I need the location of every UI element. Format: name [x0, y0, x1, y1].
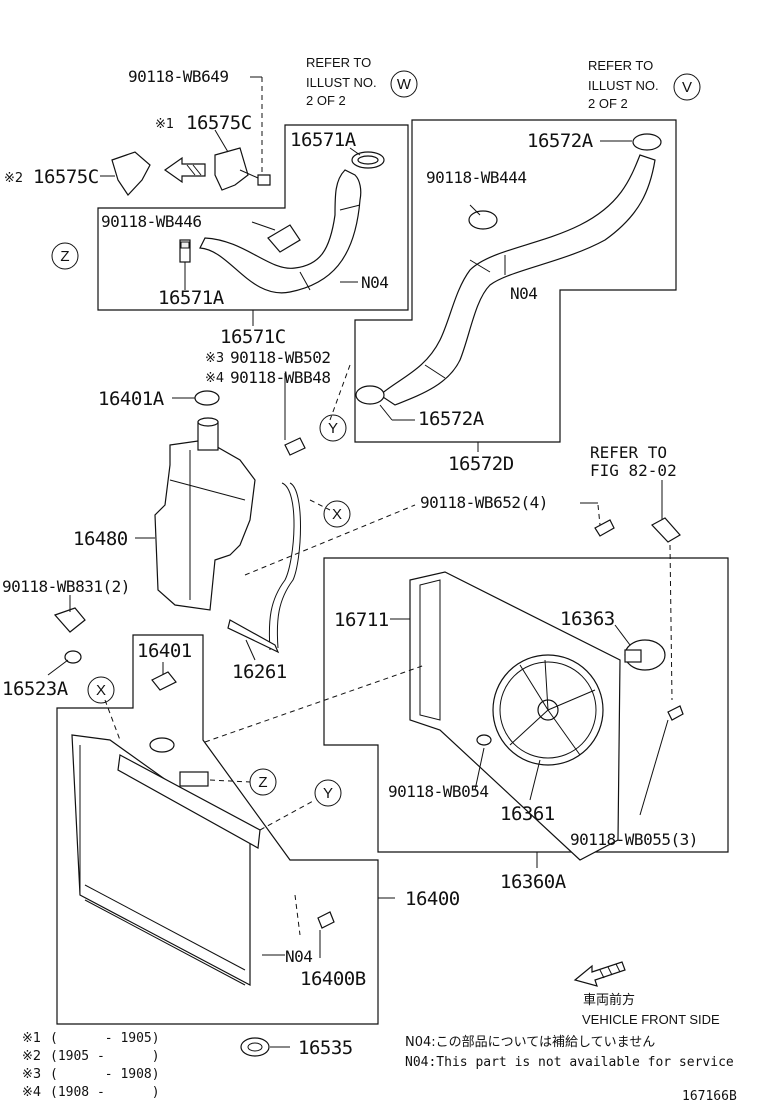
- connector-x-1: X: [332, 506, 342, 523]
- label-16261[interactable]: 16261: [232, 661, 287, 683]
- connector-z-2: Z: [258, 774, 267, 791]
- mark-4: ※4: [205, 371, 224, 386]
- refer-v-line1: REFER TO: [588, 58, 653, 73]
- fan-shroud-16360a-box: [323, 557, 729, 853]
- mark-1: ※1: [155, 117, 174, 132]
- label-16571a-top[interactable]: 16571A: [290, 129, 357, 151]
- note-n04-en: N04:This part is not available for servi…: [405, 1055, 734, 1070]
- footnote-2-mark: ※2: [22, 1049, 41, 1064]
- label-16571c[interactable]: 16571C: [220, 326, 286, 348]
- refer-w-line1: REFER TO: [306, 55, 371, 70]
- hose-16571c-box: [97, 124, 409, 311]
- diagram-id: 167166B: [682, 1089, 737, 1104]
- refer-fig-line1: REFER TO: [590, 443, 667, 462]
- refer-v-line2: ILLUST NO.: [588, 78, 659, 93]
- footnote-3-mark: ※3: [22, 1067, 41, 1082]
- radiator-16400-box: [56, 634, 379, 1025]
- reservoir-tank-drawing: [154, 390, 306, 654]
- label-n04-a[interactable]: N04: [361, 273, 389, 292]
- label-90118-wb055[interactable]: 90118-WB055(3): [570, 830, 698, 849]
- label-16572a-bottom[interactable]: 16572A: [418, 408, 485, 430]
- label-90118-wb649[interactable]: 90118-WB649: [128, 67, 229, 86]
- vehicle-front-en: VEHICLE FRONT SIDE: [582, 1012, 720, 1027]
- upper-hose-drawing: [111, 147, 385, 294]
- note-n04-jp: N04:この部品については補給していません: [405, 1035, 655, 1050]
- vehicle-front-jp: 車両前方: [583, 992, 635, 1008]
- fan-shroud-drawing: [409, 571, 666, 861]
- label-16535[interactable]: 16535: [298, 1037, 353, 1059]
- label-16401[interactable]: 16401: [137, 640, 192, 662]
- label-90118-wb054[interactable]: 90118-WB054: [388, 782, 489, 801]
- vehicle-front-arrow: [573, 961, 626, 987]
- label-16571a-bottom[interactable]: 16571A: [158, 287, 225, 309]
- bolt-90118-wb055: [667, 705, 684, 721]
- label-16572a-top[interactable]: 16572A: [527, 130, 594, 152]
- nut-90118-wb054: [476, 734, 492, 746]
- refer-fig-line2[interactable]: FIG 82-02: [590, 461, 677, 480]
- label-90118-wb502[interactable]: 90118-WB502: [230, 348, 331, 367]
- connector-w: W: [397, 76, 412, 93]
- radiator-drawing: [71, 671, 335, 1057]
- label-16523a[interactable]: 16523A: [2, 678, 69, 700]
- footnote-2-range: (1905 - ): [50, 1049, 160, 1064]
- cushion-16523a: [64, 650, 82, 664]
- footnote-4-mark: ※4: [22, 1085, 41, 1100]
- mark-3: ※3: [205, 351, 224, 366]
- connector-circles: [51, 70, 701, 807]
- refer-w-line3: 2 OF 2: [306, 93, 346, 108]
- label-90118-wb831[interactable]: 90118-WB831(2): [2, 577, 130, 596]
- label-16575c-1[interactable]: 16575C: [186, 112, 252, 134]
- refer-w-line2: ILLUST NO.: [306, 75, 377, 90]
- clip-90118-wb831: [53, 607, 86, 633]
- label-16363[interactable]: 16363: [560, 608, 615, 630]
- label-16400[interactable]: 16400: [405, 888, 460, 910]
- footnote-1-mark: ※1: [22, 1031, 41, 1046]
- label-16400b[interactable]: 16400B: [300, 968, 366, 990]
- mark-2: ※2: [4, 171, 23, 186]
- label-16711[interactable]: 16711: [334, 609, 389, 631]
- connector-y-1: Y: [328, 420, 338, 437]
- label-16401a[interactable]: 16401A: [98, 388, 165, 410]
- footnote-1-range: ( - 1905): [50, 1031, 160, 1046]
- label-16572d[interactable]: 16572D: [448, 453, 514, 475]
- label-90118-wb652[interactable]: 90118-WB652(4): [420, 493, 548, 512]
- hose-16572d-box: [354, 119, 677, 443]
- footnote-3-range: ( - 1908): [50, 1067, 160, 1082]
- label-16480[interactable]: 16480: [73, 528, 128, 550]
- leader-lines: [47, 76, 673, 1048]
- clip-fig-82-02: [651, 517, 681, 543]
- connector-z-1: Z: [60, 248, 69, 265]
- label-90118-wb444[interactable]: 90118-WB444: [426, 168, 527, 187]
- label-90118-wbb48[interactable]: 90118-WBB48: [230, 368, 331, 387]
- bolt-90118-wb652: [594, 519, 615, 537]
- connector-x-2: X: [96, 682, 106, 699]
- label-16361[interactable]: 16361: [500, 803, 555, 825]
- label-90118-wb446[interactable]: 90118-WB446: [101, 212, 202, 231]
- connector-v: V: [682, 79, 692, 96]
- footnotes: ※1 ( - 1905) ※2 (1905 - ) ※3 ( - 1908) ※…: [22, 1031, 160, 1100]
- label-n04-b[interactable]: N04: [510, 284, 538, 303]
- refer-v-line3: 2 OF 2: [588, 96, 628, 111]
- label-16575c-2[interactable]: 16575C: [33, 166, 99, 188]
- footnote-4-range: (1908 - ): [50, 1085, 160, 1100]
- label-n04-c[interactable]: N04: [285, 947, 313, 966]
- lower-hose-drawing: [355, 133, 662, 406]
- label-16360a[interactable]: 16360A: [500, 871, 567, 893]
- connector-y-2: Y: [323, 785, 333, 802]
